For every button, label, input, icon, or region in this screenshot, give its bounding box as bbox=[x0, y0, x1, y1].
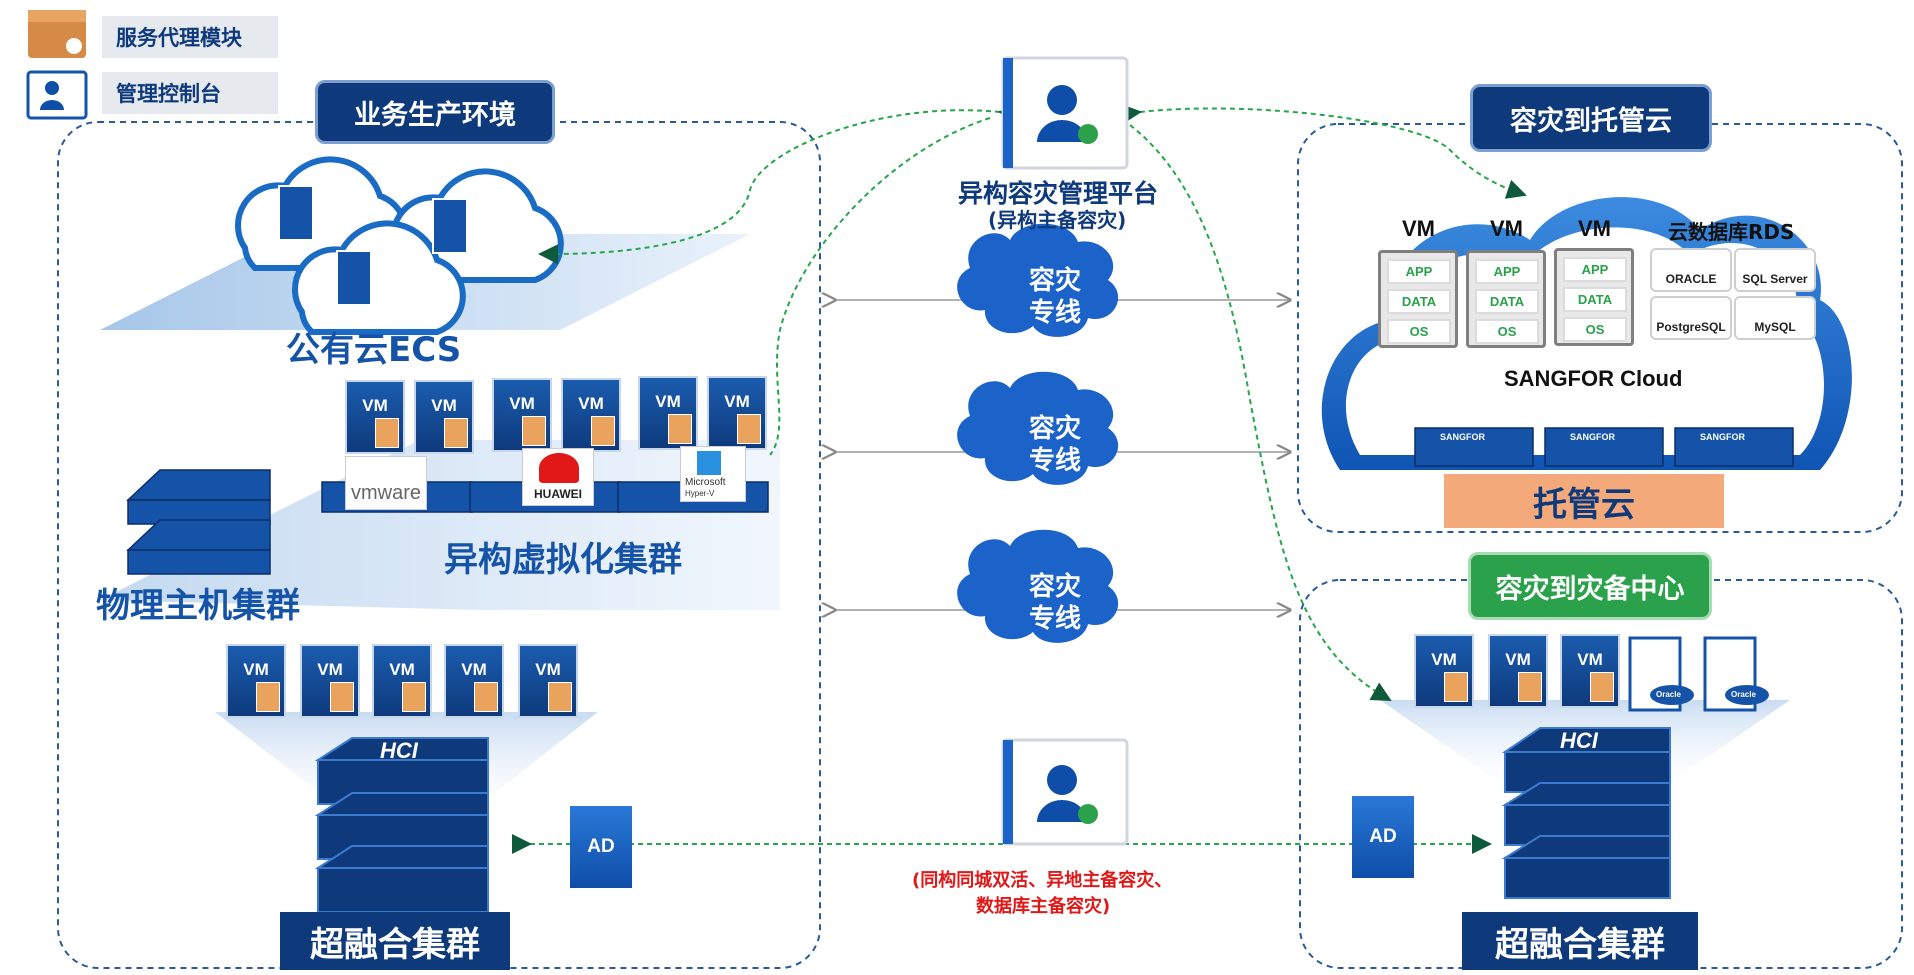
platform-title: 异构容灾管理平台 bbox=[958, 179, 1159, 208]
vm-card: VM bbox=[226, 644, 286, 718]
cloud-zone-border bbox=[1297, 123, 1903, 533]
vmware-logo: vmware bbox=[345, 456, 427, 510]
oracle-db-tile: ORACLE bbox=[1650, 248, 1732, 292]
mgmt-to-dr-center bbox=[1129, 124, 1392, 701]
stack-os: OS bbox=[1475, 319, 1539, 344]
stack-data: DATA bbox=[1387, 289, 1451, 314]
legend-service-proxy: 服务代理模块 bbox=[102, 16, 278, 58]
dr-link-cloud-1: 容灾专线 bbox=[1028, 266, 1081, 328]
link-clouds bbox=[957, 223, 1119, 643]
vm-card: VM bbox=[345, 380, 405, 454]
stack-data: DATA bbox=[1475, 289, 1539, 314]
vm-card: VM bbox=[414, 380, 474, 454]
mgmt-platform-icon[interactable] bbox=[1003, 58, 1127, 168]
dr-db-shapes bbox=[1628, 636, 1769, 712]
sync-mgmt-icon-shape bbox=[1001, 738, 1129, 846]
sync-note-line1: (同构同城双活、异地主备容灾、 bbox=[912, 870, 1173, 891]
cloud-zone-title: 容灾到托管云 bbox=[1470, 84, 1712, 152]
vm-card: VM bbox=[518, 644, 578, 718]
dr-zone-title: 容灾到灾备中心 bbox=[1468, 552, 1712, 620]
virt-cluster-label: 异构虚拟化集群 bbox=[444, 540, 682, 580]
sync-note-line2: 数据库主备容灾) bbox=[976, 896, 1111, 917]
proxy-icon bbox=[28, 10, 86, 58]
vm-card: VM bbox=[300, 644, 360, 718]
left-zone-title: 业务生产环境 bbox=[315, 80, 555, 144]
vm-card: VM bbox=[444, 644, 504, 718]
dr-link-cloud-2: 容灾专线 bbox=[1028, 414, 1081, 476]
vm-stack: APP DATA OS bbox=[1466, 250, 1546, 348]
stack-app: APP bbox=[1563, 257, 1627, 282]
sync-mgmt-icon[interactable] bbox=[1003, 740, 1127, 844]
dr-zone-border bbox=[1299, 579, 1903, 969]
sangfor-cloud-label: SANGFOR Cloud bbox=[1504, 366, 1683, 391]
vm-card: VM bbox=[561, 378, 621, 452]
hci-stack-left bbox=[314, 737, 489, 913]
hci-label-right: HCI bbox=[1560, 728, 1598, 753]
postgresql-db-tile: PostgreSQL bbox=[1650, 296, 1732, 340]
hosted-server-brand: SANGFOR bbox=[1700, 432, 1745, 442]
mgmt-to-hosted-cloud bbox=[1121, 104, 1527, 199]
vm-card: VM bbox=[1488, 634, 1548, 708]
vm-stack: APP DATA OS bbox=[1554, 248, 1634, 346]
mysql-db-tile: MySQL bbox=[1734, 296, 1816, 340]
sqlserver-db-tile: SQL Server bbox=[1734, 248, 1816, 292]
stack-app: APP bbox=[1387, 259, 1451, 284]
stack-os: OS bbox=[1563, 317, 1627, 342]
vm-card: VM bbox=[1414, 634, 1474, 708]
hosted-cloud-label: 托管云 bbox=[1444, 474, 1724, 528]
legend-icon-shapes bbox=[26, 10, 88, 120]
oracle-db-icon: Oracle bbox=[1656, 690, 1681, 699]
vm-stack: APP DATA OS bbox=[1378, 250, 1458, 348]
vm-header: VM bbox=[1490, 216, 1523, 241]
hci-label-left: HCI bbox=[380, 738, 418, 763]
vm-card: VM bbox=[372, 644, 432, 718]
hci-stack-right bbox=[1501, 727, 1671, 899]
public-cloud-label: 公有云ECS bbox=[286, 330, 462, 370]
microsoft-hyperv-logo: Microsoft Hyper-V bbox=[680, 446, 746, 502]
hci-cluster-label-left: 超融合集群 bbox=[280, 912, 510, 970]
stack-os: OS bbox=[1387, 319, 1451, 344]
hosted-server-brand: SANGFOR bbox=[1440, 432, 1485, 442]
ad-server-left: AD bbox=[570, 806, 632, 888]
physical-cluster-label: 物理主机集群 bbox=[96, 586, 300, 626]
vm-card: VM bbox=[492, 378, 552, 452]
huawei-logo: HUAWEI bbox=[522, 448, 594, 506]
console-icon bbox=[28, 72, 86, 118]
physical-server-shapes bbox=[126, 469, 271, 575]
mgmt-to-public-cloud bbox=[538, 103, 1019, 265]
ad-server-right: AD bbox=[1352, 796, 1414, 878]
vm-card: VM bbox=[707, 376, 767, 450]
hosted-servers bbox=[1414, 427, 1794, 467]
vm-card: VM bbox=[1560, 634, 1620, 708]
vm-header: VM bbox=[1402, 216, 1435, 241]
hci-cluster-label-right: 超融合集群 bbox=[1462, 912, 1698, 970]
platform-subtitle: (异构主备容灾) bbox=[988, 208, 1127, 232]
oracle-db-icon: Oracle bbox=[1731, 690, 1756, 699]
rds-title: 云数据库RDS bbox=[1668, 220, 1795, 244]
vm-header: VM bbox=[1578, 216, 1611, 241]
vm-card: VM bbox=[638, 376, 698, 450]
mgmt-platform-icon-shape bbox=[1001, 56, 1129, 170]
legend-mgmt-console: 管理控制台 bbox=[102, 72, 278, 114]
stack-data: DATA bbox=[1563, 287, 1627, 312]
dr-link-cloud-3: 容灾专线 bbox=[1028, 572, 1081, 634]
hosted-server-brand: SANGFOR bbox=[1570, 432, 1615, 442]
stack-app: APP bbox=[1475, 259, 1539, 284]
mgmt-to-virt-cluster bbox=[769, 117, 991, 456]
